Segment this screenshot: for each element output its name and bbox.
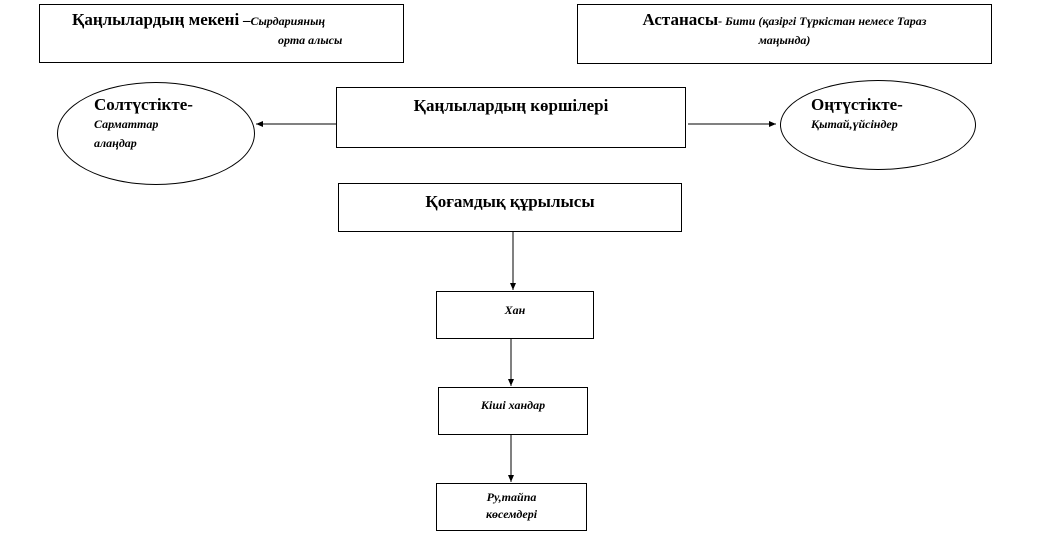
capital-detail-line2: маңында) [758,33,811,47]
location-detail-line1: Сырдарияның [250,14,326,28]
khan-box: Хан [436,291,594,339]
north-detail-line2: алаңдар [94,136,137,150]
minor-khans-label: Кіші хандар [480,398,546,412]
clan-leaders-box: Ру,тайпа көсемдері [436,483,587,531]
location-dash: – [239,13,251,29]
structure-title: Қоғамдық құрылысы [425,192,595,211]
capital-detail-line1: Бити (қазіргі Түркістан немесе Тараз [725,14,927,28]
north-title: Солтүстікте- [94,95,193,114]
location-detail-line2: орта алысы [278,33,343,47]
capital-dash: - [718,14,726,28]
neighbors-title: Қаңлылардың көршілері [413,96,609,115]
south-title: Оңтүстікте- [811,95,903,114]
neighbors-box: Қаңлылардың көршілері [336,87,686,148]
south-neighbors-ellipse: Оңтүстікте- Қытай,үйсіндер [780,80,976,170]
clan-line1: Ру,тайпа [486,490,537,504]
capital-box: Астанасы- Бити (қазіргі Түркістан немесе… [577,4,992,64]
minor-khans-box: Кіші хандар [438,387,588,435]
capital-title: Астанасы [642,10,719,29]
location-title: Қаңлылардың мекені [72,10,240,29]
clan-line2: көсемдері [485,507,538,521]
north-detail-line1: Сарматтар [94,117,159,131]
khan-label: Хан [504,303,526,317]
south-detail-line1: Қытай,үйсіндер [811,117,898,131]
north-neighbors-ellipse: Солтүстікте- Сарматтар алаңдар [57,82,255,185]
location-box: Қаңлылардың мекені –Сырдарияның орта алы… [39,4,404,63]
social-structure-box: Қоғамдық құрылысы [338,183,682,232]
